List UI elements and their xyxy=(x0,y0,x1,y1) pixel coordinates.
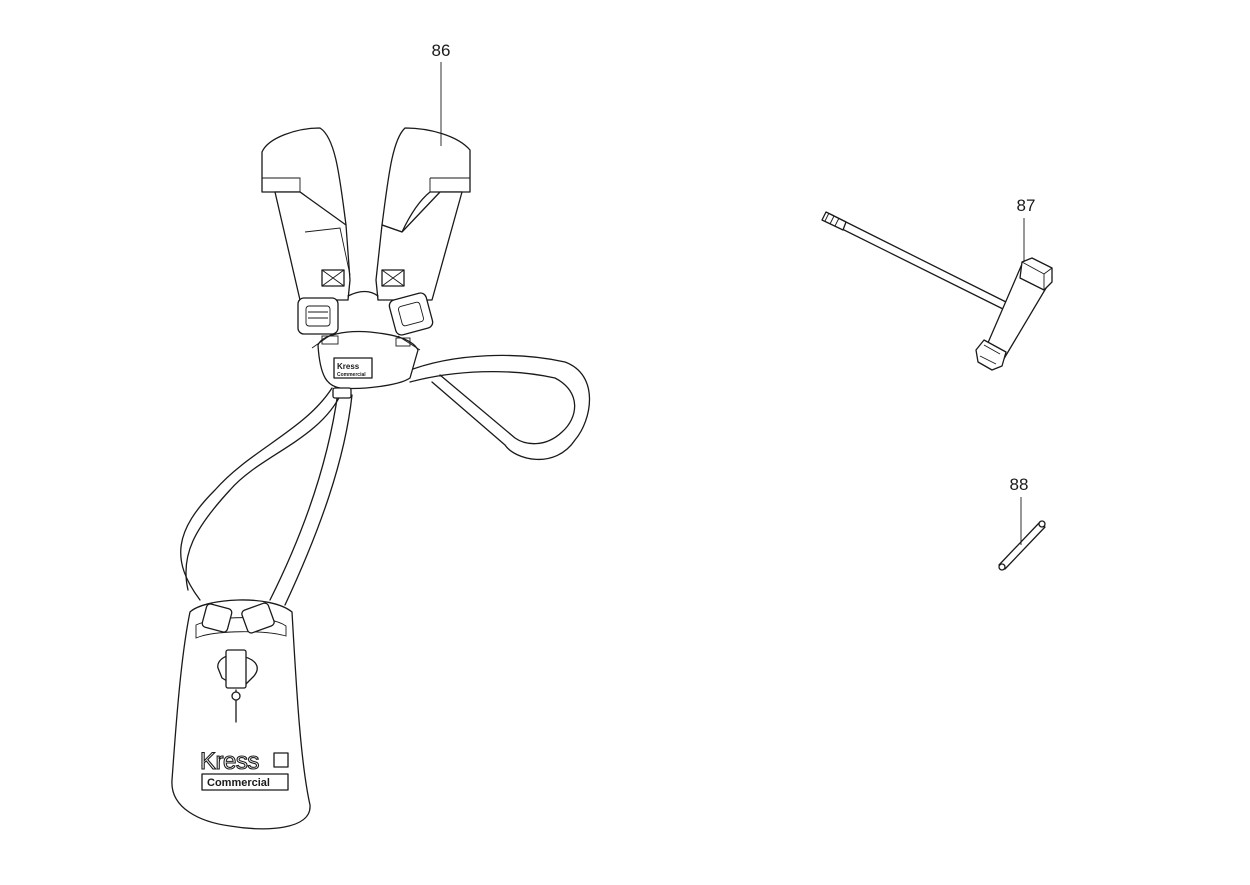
harness-right-buckle xyxy=(388,292,434,336)
harness-right-lower-strap xyxy=(269,391,339,601)
t-wrench xyxy=(821,211,1053,371)
pin-rod xyxy=(998,522,1046,570)
logo-line-text: Commercial xyxy=(207,777,270,789)
svg-text:Commercial: Commercial xyxy=(337,372,366,378)
harness-chest-logo: Kress Commercial xyxy=(199,747,289,791)
logo-brand-text: Kress xyxy=(200,748,259,775)
t-wrench-shaft xyxy=(827,213,1007,310)
part-number-86: 86 xyxy=(432,41,451,60)
harness-back-strap xyxy=(404,354,591,461)
harness-center-logo xyxy=(333,357,373,379)
pin xyxy=(998,520,1046,571)
svg-text:Kress: Kress xyxy=(337,362,360,371)
part-number-87: 87 xyxy=(1017,196,1036,215)
harness-left-lower-strap xyxy=(180,387,333,601)
t-wrench-bottom-socket xyxy=(975,339,1007,371)
harness-right-shoulder-pad xyxy=(381,127,471,233)
harness-chest-plate xyxy=(171,599,311,830)
part-number-88: 88 xyxy=(1010,475,1029,494)
harness-left-buckle xyxy=(297,297,339,335)
harness: Kress Commercial Kress Commercial xyxy=(171,127,591,830)
